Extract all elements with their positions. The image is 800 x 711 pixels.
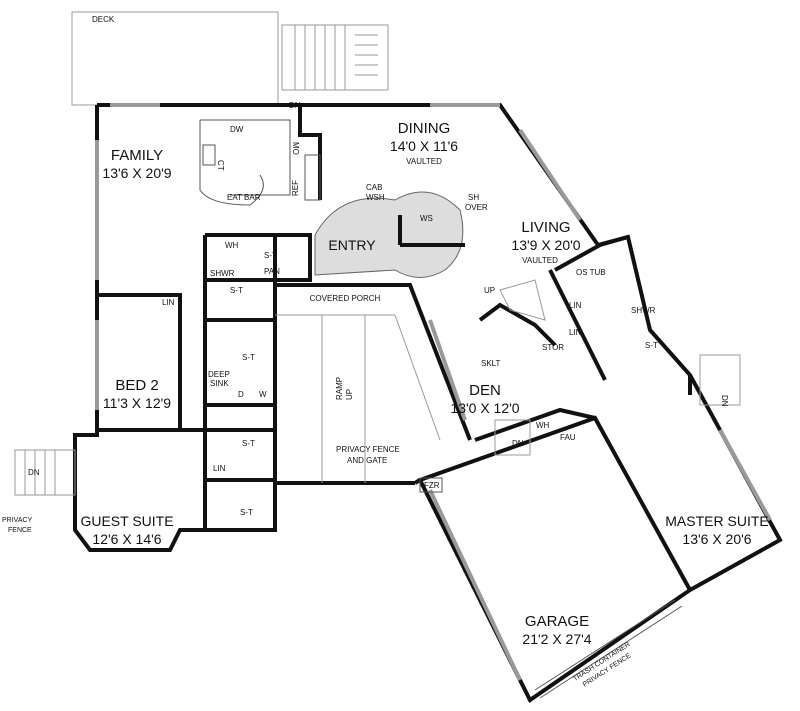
master-shower-label: SHWR xyxy=(631,306,656,315)
privacy-gate-label-1: PRIVACY FENCE xyxy=(336,445,400,454)
guest-stair-dn: DN xyxy=(28,468,40,477)
storage-label: STOR xyxy=(542,343,564,352)
deck xyxy=(71,11,389,106)
privacy-fence-label-1: PRIVACY xyxy=(2,517,33,524)
master-stair-dn: DN xyxy=(720,395,729,407)
trash-fence xyxy=(534,599,683,699)
stairs xyxy=(14,279,741,496)
ramp-label-2: UP xyxy=(345,389,354,400)
guest-suite-size: 12'6 X 14'6 xyxy=(92,531,161,547)
shower-label: SHWR xyxy=(210,269,235,278)
dining-name: DINING xyxy=(398,120,451,137)
furnace-label: FAU xyxy=(560,433,576,442)
os-tub-label: OS TUB xyxy=(576,268,606,277)
refrigerator-label: REF xyxy=(291,180,300,196)
toilet-label-2: S-T xyxy=(230,286,243,295)
entry-label: ENTRY xyxy=(328,237,376,253)
deck-stair-dn: DN xyxy=(289,101,301,110)
covered-porch-label: COVERED PORCH xyxy=(310,294,381,303)
cab-wsh-label-2: WSH xyxy=(366,193,385,202)
cooktop-label: CT xyxy=(216,160,225,171)
skylight-label: SKLT xyxy=(481,359,501,368)
garage-size: 21'2 X 27'4 xyxy=(522,631,591,647)
washer-w-label: W xyxy=(259,390,267,399)
dishwasher-label: DW xyxy=(230,125,244,134)
deep-sink-label-1: DEEP xyxy=(208,370,230,379)
linen-label-3: LIN xyxy=(569,301,582,310)
deep-sink-label-2: SINK xyxy=(210,379,229,388)
freezer xyxy=(419,477,443,493)
privacy-gate-label-2: AND GATE xyxy=(347,456,387,465)
ramp-label-1: RAMP xyxy=(335,377,344,400)
master-suite-size: 13'6 X 20'6 xyxy=(682,531,751,547)
guest-suite-name: GUEST SUITE xyxy=(80,513,173,529)
interior-walls xyxy=(97,105,692,530)
family-name: FAMILY xyxy=(111,147,163,164)
linen-label-1: LIN xyxy=(162,298,175,307)
toilet-label-1: S-T xyxy=(264,251,277,260)
deck-label: DECK xyxy=(92,15,115,24)
linen-label-4: LIN xyxy=(569,328,582,337)
dryer-label: D xyxy=(238,390,244,399)
washer-label: WS xyxy=(420,214,433,223)
den-stair-dn: DN xyxy=(512,439,524,448)
microwave-label: MO xyxy=(291,142,300,155)
bed2-name: BED 2 xyxy=(115,377,158,394)
cab-wsh-label-1: CAB xyxy=(366,183,382,192)
linen-label-2: LIN xyxy=(213,464,226,473)
toilet-label-5: S-T xyxy=(240,508,253,517)
toilet-label-4: S-T xyxy=(242,439,255,448)
stone-entry xyxy=(314,191,465,278)
pan-label: PAN xyxy=(264,267,280,276)
bed2-size: 11'3 X 12'9 xyxy=(103,395,171,411)
sh-over-label-2: OVER xyxy=(465,203,488,212)
eat-bar-label: EAT BAR xyxy=(227,193,261,202)
stair-up-label: UP xyxy=(484,286,495,295)
garage-name: GARAGE xyxy=(525,613,589,630)
toilet-label-6: S-T xyxy=(645,341,658,350)
den-size: 13'0 X 12'0 xyxy=(450,400,519,416)
living-note: VAULTED xyxy=(522,256,558,265)
kitchen xyxy=(199,119,321,206)
dining-size: 14'0 X 11'6 xyxy=(390,138,458,154)
living-size: 13'9 X 20'0 xyxy=(511,237,580,253)
toilet-label-3: S-T xyxy=(242,353,255,362)
water-heater-label: WH xyxy=(225,241,239,250)
porch-lines xyxy=(275,314,441,483)
water-heater-label-2: WH xyxy=(536,421,550,430)
privacy-fence-label-2: FENCE xyxy=(8,527,32,534)
sh-over-label-1: SH xyxy=(468,193,479,202)
den-name: DEN xyxy=(469,382,501,399)
freezer-label: FZR xyxy=(424,481,440,490)
master-suite-name: MASTER SUITE xyxy=(665,513,768,529)
living-name: LIVING xyxy=(521,219,570,236)
dining-note: VAULTED xyxy=(406,157,442,166)
family-size: 13'6 X 20'9 xyxy=(102,165,171,181)
